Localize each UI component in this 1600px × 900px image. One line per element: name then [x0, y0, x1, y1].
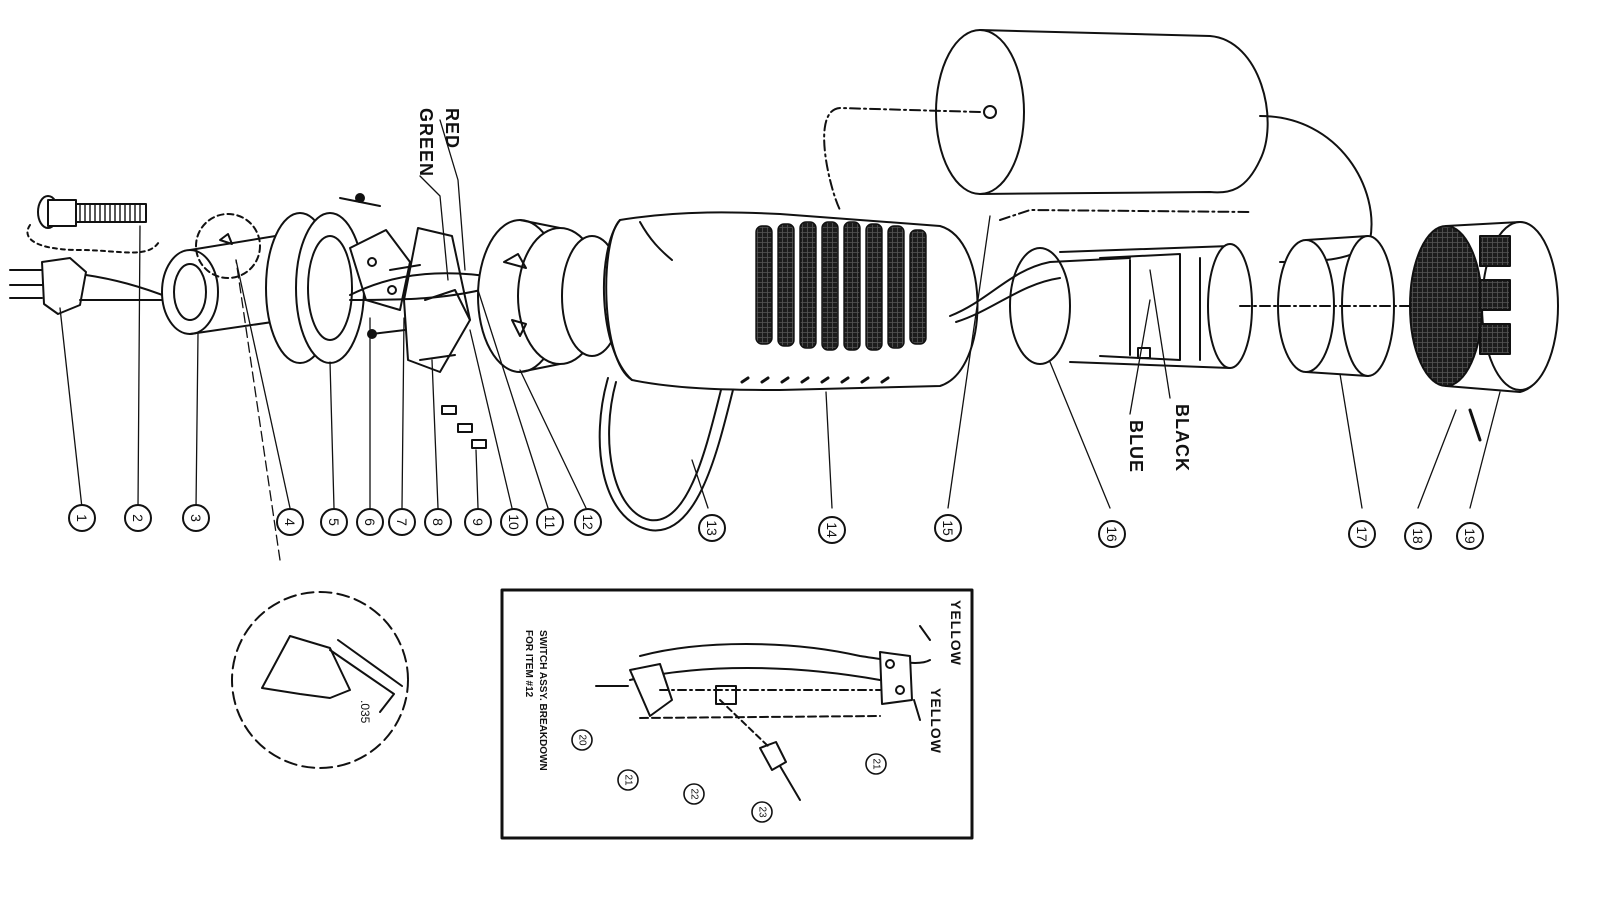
inset-callout-23: 23	[757, 806, 768, 818]
detail-dimension: .035	[358, 700, 372, 724]
wire-label-yellow-2: YELLOW	[928, 688, 944, 754]
callout-3	[182, 504, 210, 532]
callout-10-label: 10	[506, 514, 522, 530]
callout-18-label: 18	[1410, 528, 1426, 544]
callout-8-label: 8	[430, 518, 446, 526]
part-1-plug	[9, 257, 171, 315]
part-5-cap	[265, 212, 365, 364]
callout-18	[1404, 522, 1432, 550]
callout-6	[356, 508, 384, 536]
callout-4	[276, 508, 304, 536]
part-17-disc	[1239, 235, 1421, 377]
callout-2-label: 2	[130, 514, 146, 522]
callout-9	[464, 508, 492, 536]
part-14-main-body	[602, 211, 979, 391]
callout-8	[424, 508, 452, 536]
wire-label-blue: BLUE	[1126, 420, 1146, 473]
part-19-grille	[1409, 221, 1559, 442]
inset-title-line2: FOR ITEM #12	[523, 630, 534, 698]
inset-callout-circles	[571, 729, 887, 823]
callout-11-label: 11	[542, 515, 558, 530]
inset-callout-numbers: 20 21 22 23 21	[577, 734, 882, 818]
callout-17	[1348, 520, 1376, 548]
callout-3-label: 3	[188, 514, 204, 522]
callout-4-label: 4	[282, 518, 298, 526]
callout-19	[1456, 522, 1484, 550]
callout-5-label: 5	[326, 518, 342, 526]
part-2-screw	[26, 195, 161, 254]
callout-10	[500, 508, 528, 536]
callout-16	[1098, 520, 1126, 548]
inset-switch-assembly	[500, 588, 974, 840]
wire-label-green: GREEN	[416, 108, 436, 178]
part-12-switch-housing	[477, 219, 623, 373]
inset-title-line1: SWITCH ASSY. BREAKDOWN	[537, 630, 548, 771]
callout-6-label: 6	[362, 518, 378, 526]
callout-9-label: 9	[470, 518, 486, 526]
callout-14	[818, 516, 846, 544]
callout-14-label: 14	[824, 522, 840, 538]
part-13-handle	[598, 377, 735, 532]
leader-lines	[59, 119, 1501, 561]
callout-1-label: 1	[74, 514, 90, 522]
inset-callout-22: 22	[689, 788, 700, 800]
callout-13-label: 13	[704, 520, 720, 536]
part-4-detail-circle	[195, 213, 261, 279]
callout-5	[320, 508, 348, 536]
callout-15	[934, 514, 962, 542]
callout-17-label: 17	[1354, 526, 1370, 542]
switch-plate-assembly	[339, 193, 501, 449]
callout-12	[574, 508, 602, 536]
inset-callout-21a: 21	[623, 774, 634, 786]
callout-13	[698, 514, 726, 542]
wire-label-red: RED	[442, 108, 462, 150]
callout-circles	[68, 504, 1484, 550]
callout-16-label: 16	[1104, 526, 1120, 542]
callout-1	[68, 504, 96, 532]
callout-2	[124, 504, 152, 532]
callout-19-label: 19	[1462, 528, 1478, 544]
callout-7-label: 7	[394, 518, 410, 526]
inset-callout-20: 20	[577, 734, 588, 746]
wire-label-yellow-1: YELLOW	[948, 600, 964, 666]
callout-numbers: 1 2 3 4 5 6 7 8 9 10 11 12 13 14 15 16 1…	[74, 514, 1478, 544]
callout-12-label: 12	[580, 514, 596, 530]
callout-7	[388, 508, 416, 536]
wire-label-black: BLACK	[1172, 404, 1192, 472]
detail-view-circle	[231, 591, 409, 769]
callout-15-label: 15	[940, 520, 956, 536]
part-16-holder	[949, 243, 1253, 369]
inset-callout-21b: 21	[871, 758, 882, 770]
callout-11	[536, 508, 564, 536]
